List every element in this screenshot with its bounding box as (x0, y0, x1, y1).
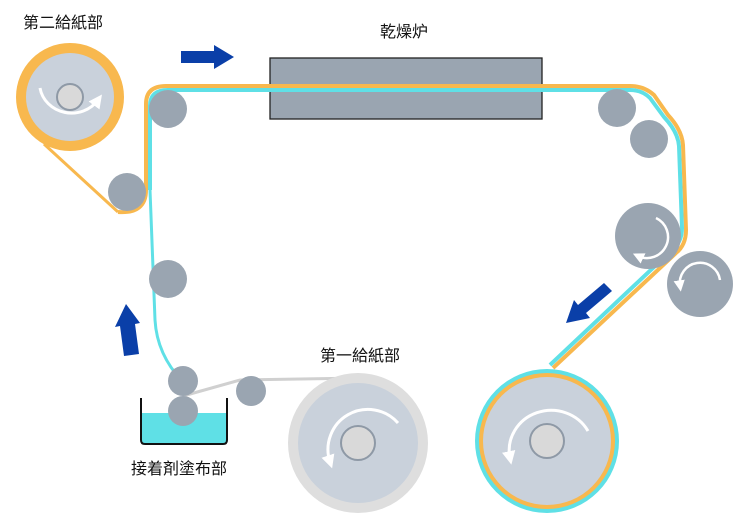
roller-top-right-2 (630, 120, 668, 158)
roller-top-right-1 (598, 89, 636, 127)
second-feeder-reel (16, 43, 124, 151)
rotate-counterclockwise-icon (321, 408, 400, 469)
gray-web-feed (182, 376, 363, 398)
roller-left-mid (149, 260, 187, 298)
first-feeder-label: 第一給紙部 (320, 346, 400, 365)
nip-roller-lower (667, 251, 733, 317)
rotate-clockwise-icon (38, 87, 102, 115)
take-up-reel (475, 369, 619, 513)
arrow-down-left-icon (566, 283, 612, 323)
adhesive-coater-label: 接着剤塗布部 (131, 459, 227, 478)
orange-web-feed (42, 142, 120, 214)
roller-left-lower (108, 173, 146, 211)
dryer-label: 乾燥炉 (380, 22, 428, 41)
coating-roller-lower (168, 396, 198, 426)
arrow-right-icon (181, 45, 234, 69)
nip-roller-upper (615, 203, 681, 269)
guide-roller (236, 376, 266, 406)
rotate-clockwise-icon (632, 216, 670, 264)
first-feeder-reel (288, 373, 428, 513)
rotate-counterclockwise-icon (502, 408, 590, 465)
orange-web-path (117, 84, 689, 370)
second-feeder-label: 第二給紙部 (23, 13, 103, 32)
coating-roller-upper (168, 366, 198, 396)
roller-top-left (149, 90, 187, 128)
arrow-up-icon (115, 304, 140, 356)
rotate-counterclockwise-icon (673, 261, 722, 292)
